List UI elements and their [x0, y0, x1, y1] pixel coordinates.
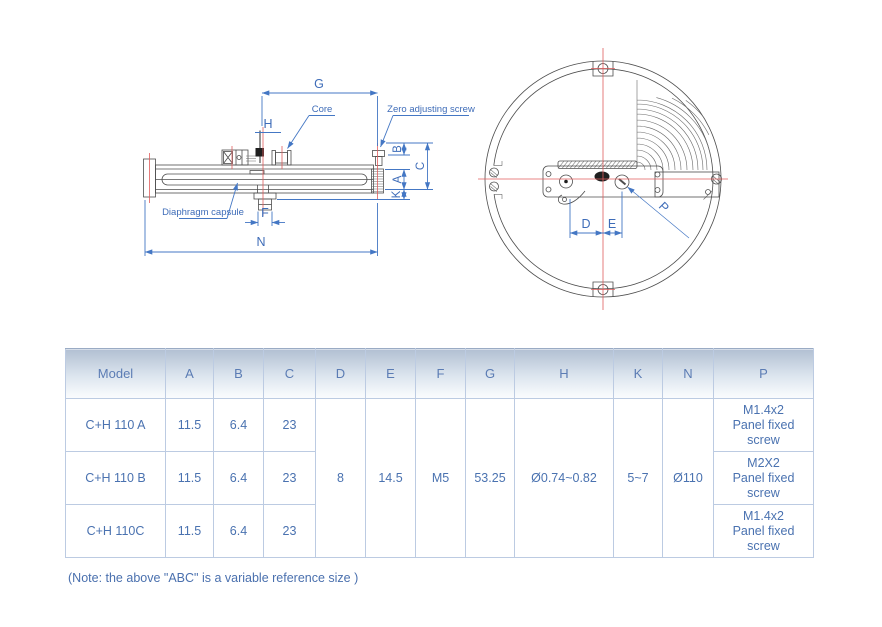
coil-fan	[636, 80, 711, 171]
model-cell: C+H 110 B	[65, 451, 166, 505]
value-cell-a: 11.5	[165, 504, 214, 558]
side-view-dimensions: G H Core Zero adjusting screw B A K C	[144, 77, 475, 256]
value-cell-c: 23	[263, 451, 316, 505]
table-row: C+H 110 A 11.5 6.4 23 8 14.5 M5 53.25 Ø0…	[65, 398, 814, 558]
value-cell-p: M1.4x2 Panel fixed screw	[713, 504, 814, 558]
side-view-centerlines	[149, 127, 378, 216]
front-view-centerlines	[478, 48, 728, 310]
left-screw-bottom	[489, 181, 499, 192]
stub-flange	[253, 192, 277, 200]
panel-screw	[614, 174, 630, 190]
shared-cell-e: 14.5	[365, 398, 416, 558]
inner-ring	[493, 68, 714, 290]
shared-cell-n: Ø110	[662, 398, 714, 558]
shared-cell-k: 5~7	[613, 398, 663, 558]
shared-cell-g: 53.25	[465, 398, 515, 558]
capsule-edge	[557, 160, 638, 169]
side-view-structure	[143, 130, 385, 211]
spec-table: Model A B C D E F G H K N P C+H 110 A 11…	[65, 348, 814, 558]
col-header-g: G	[465, 348, 515, 399]
dim-label-A: A	[392, 175, 404, 183]
col-header-a: A	[165, 348, 214, 399]
dim-label-K: K	[391, 190, 403, 198]
value-cell-a: 11.5	[165, 398, 214, 452]
movement-bracket	[221, 149, 249, 166]
pivot	[559, 174, 573, 189]
col-header-f: F	[415, 348, 466, 399]
technical-drawing: G H Core Zero adjusting screw B A K C	[143, 48, 728, 310]
col-header-h: H	[514, 348, 614, 399]
callout-core: Core	[312, 104, 333, 115]
dim-label-D: D	[581, 217, 590, 231]
col-header-b: B	[213, 348, 264, 399]
value-cell-b: 6.4	[213, 504, 264, 558]
callout-capsule: Diaphragm capsule	[162, 207, 244, 218]
value-cell-c: 23	[263, 398, 316, 452]
value-cell-b: 6.4	[213, 451, 264, 505]
value-cell-b: 6.4	[213, 398, 264, 452]
footnote: (Note: the above "ABC" is a variable ref…	[68, 571, 359, 585]
col-header-d: D	[315, 348, 366, 399]
model-cell: C+H 110 A	[65, 398, 166, 452]
dim-label-C: C	[415, 162, 427, 170]
zero-screw-head	[372, 150, 385, 157]
lever	[557, 190, 586, 205]
front-view-dimensions: D E P	[569, 186, 690, 239]
dim-label-H: H	[263, 117, 272, 131]
left-screw-top	[489, 167, 499, 178]
shared-cell-f: M5	[415, 398, 466, 558]
dim-label-G: G	[314, 77, 324, 91]
dim-label-F: F	[261, 206, 269, 220]
value-cell-p: M1.4x2 Panel fixed screw	[713, 398, 814, 452]
model-cell: C+H 110C	[65, 504, 166, 558]
hub	[594, 171, 610, 182]
header-row: Model A B C D E F G H K N P	[65, 348, 814, 399]
callout-zero-screw: Zero adjusting screw	[387, 104, 475, 115]
col-header-e: E	[365, 348, 416, 399]
value-cell-p: M2X2 Panel fixed screw	[713, 451, 814, 505]
col-header-n: N	[662, 348, 714, 399]
col-header-model: Model	[65, 348, 166, 399]
shared-cell-h: Ø0.74~0.82	[514, 398, 614, 558]
shared-cell-d: 8	[315, 398, 366, 558]
table-row: C+H 110C 11.5 6.4 23 M1.4x2 Panel fixed …	[65, 504, 814, 558]
dim-label-N: N	[256, 235, 265, 249]
value-cell-a: 11.5	[165, 451, 214, 505]
value-cell-c: 23	[263, 504, 316, 558]
dim-label-B: B	[392, 145, 404, 153]
side-plate	[654, 171, 720, 198]
dim-label-E: E	[608, 217, 616, 231]
col-header-c: C	[263, 348, 316, 399]
col-header-p: P	[713, 348, 814, 399]
front-view: D E P	[478, 48, 728, 310]
col-header-k: K	[613, 348, 663, 399]
side-view: G H Core Zero adjusting screw B A K C	[143, 77, 475, 256]
